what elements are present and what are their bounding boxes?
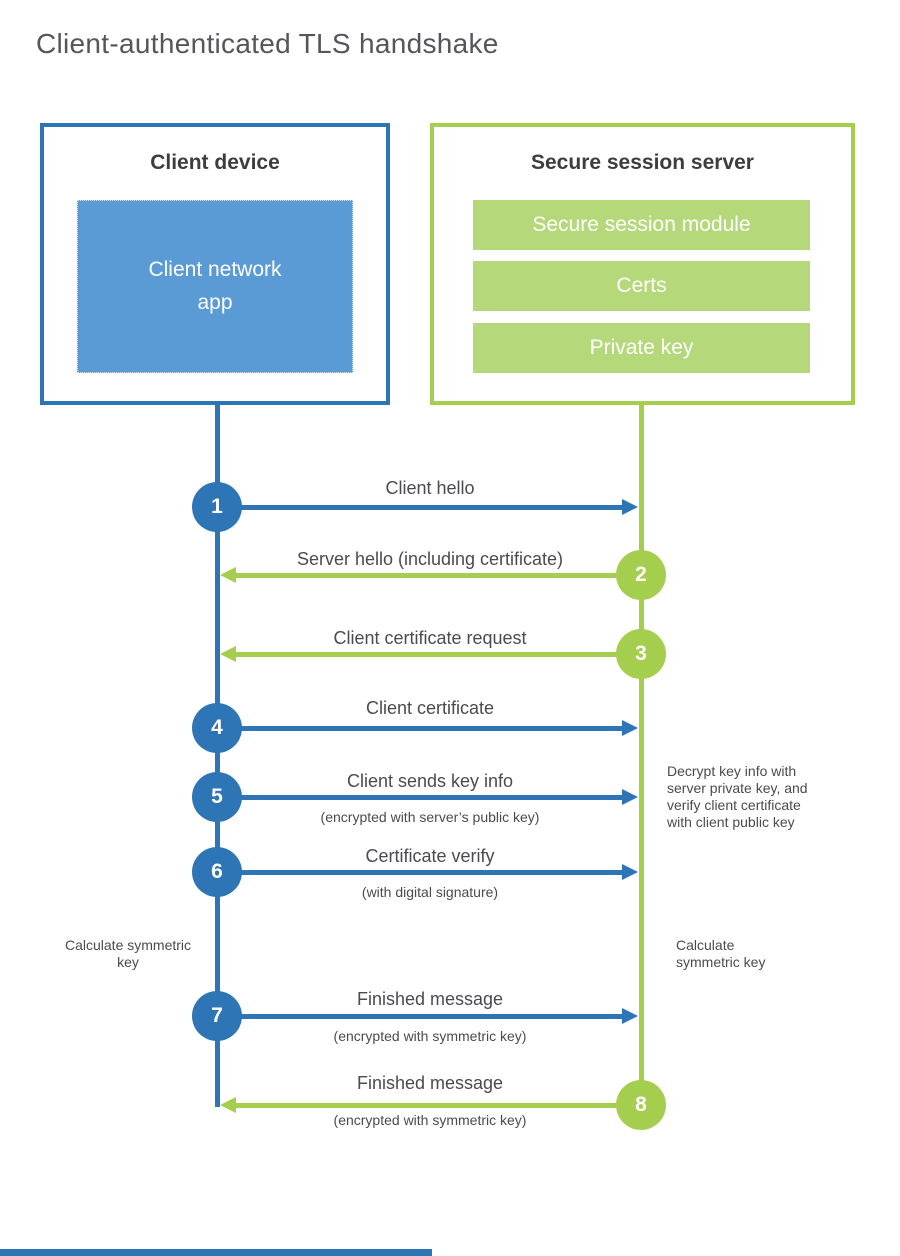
secure-session-server-heading: Secure session server — [531, 151, 754, 174]
message-6-arrowhead-icon — [622, 864, 638, 880]
step-circle-6: 6 — [192, 847, 242, 897]
message-3-label: Client certificate request — [333, 628, 527, 648]
message-5-sublabel: (encrypted with server’s public key) — [320, 809, 540, 825]
message-8-sublabel: (encrypted with symmetric key) — [333, 1112, 527, 1128]
message-2-arrowhead-icon — [220, 567, 236, 583]
step-circle-5: 5 — [192, 772, 242, 822]
message-5-arrowhead-icon — [622, 789, 638, 805]
message-1-label: Client hello — [385, 478, 475, 498]
calculate-symmetric-key-note-server: Calculate symmetric key — [676, 937, 766, 970]
message-8-arrowhead-icon — [220, 1097, 236, 1113]
message-3-arrowhead-icon — [220, 646, 236, 662]
step-circle-1: 1 — [192, 482, 242, 532]
message-3-arrow-line — [236, 652, 616, 657]
message-8-arrow-line — [236, 1103, 616, 1108]
message-7-label: Finished message — [356, 989, 504, 1009]
message-5-arrow-line — [240, 795, 622, 800]
step-circle-4: 4 — [192, 703, 242, 753]
server-module-certs-label: Certs — [616, 274, 667, 297]
message-6-label: Certificate verify — [365, 846, 495, 866]
message-7-sublabel: (encrypted with symmetric key) — [333, 1028, 527, 1044]
step-circle-7: 7 — [192, 991, 242, 1041]
server-module-private-key-label: Private key — [589, 336, 694, 359]
message-1-arrowhead-icon — [622, 499, 638, 515]
message-7-arrow-line — [240, 1014, 622, 1019]
server-module-secure-session: Secure session module — [473, 200, 810, 250]
client-device-box: Client device Client network app — [40, 123, 390, 405]
server-module-private-key: Private key — [473, 323, 810, 373]
step-circle-2: 2 — [616, 550, 666, 600]
server-module-secure-session-label: Secure session module — [532, 213, 751, 236]
server-lifeline — [639, 405, 644, 1105]
client-network-app-label: Client network app — [148, 257, 282, 314]
client-device-heading: Client device — [150, 151, 280, 174]
message-1-arrow-line — [240, 505, 622, 510]
message-4-arrowhead-icon — [622, 720, 638, 736]
page-title: Client-authenticated TLS handshake — [36, 28, 499, 59]
calculate-symmetric-key-note-client: Calculate symmetric key — [64, 937, 192, 970]
message-6-arrow-line — [240, 870, 622, 875]
message-8-label: Finished message — [356, 1073, 504, 1093]
secure-session-server-box: Secure session server Secure session mod… — [430, 123, 855, 405]
message-5-label: Client sends key info — [346, 771, 514, 791]
step-circle-3: 3 — [616, 629, 666, 679]
cropped-bottom-bar — [0, 1249, 432, 1256]
message-6-sublabel: (with digital signature) — [361, 884, 499, 900]
message-7-arrowhead-icon — [622, 1008, 638, 1024]
step-circle-8: 8 — [616, 1080, 666, 1130]
client-lifeline — [215, 405, 220, 1107]
message-2-arrow-line — [236, 573, 616, 578]
message-2-label: Server hello (including certificate) — [296, 549, 564, 569]
message-4-arrow-line — [240, 726, 622, 731]
message-4-label: Client certificate — [365, 698, 495, 718]
server-module-certs: Certs — [473, 261, 810, 311]
decrypt-key-note: Decrypt key info with server private key… — [667, 763, 808, 830]
client-network-app-box: Client network app — [77, 200, 353, 373]
